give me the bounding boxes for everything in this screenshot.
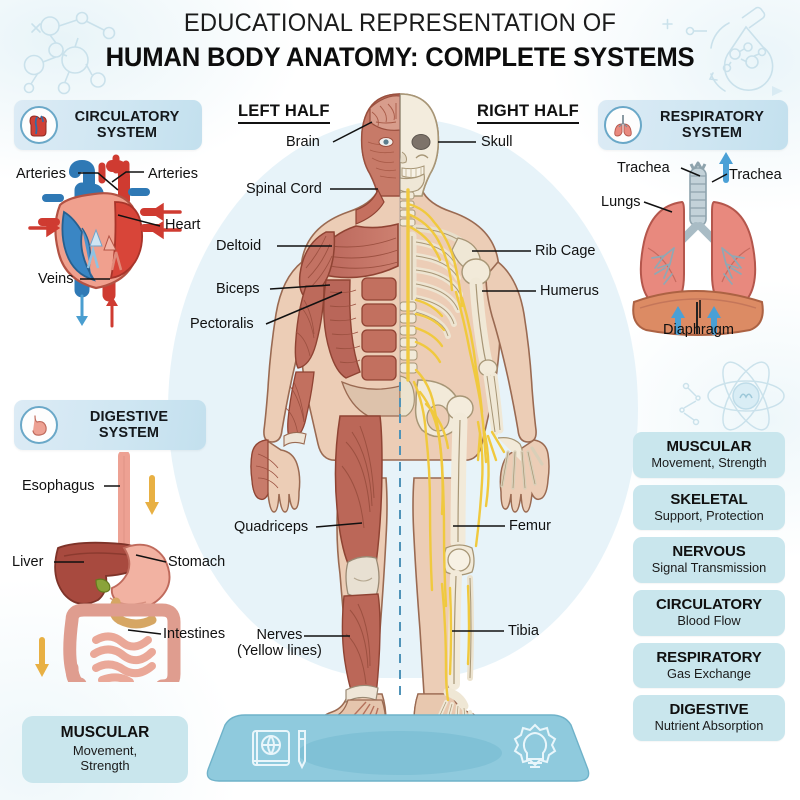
heart-icon	[20, 106, 58, 144]
badge-circulatory-system[interactable]: CIRCULATORY SYSTEM	[14, 100, 202, 150]
nerve-network	[406, 188, 506, 702]
label-nerves-line1: Nerves	[256, 627, 303, 643]
muscular-card-desc: Movement, Strength	[30, 743, 180, 774]
muscular-card-desc-line2: Strength	[80, 758, 130, 774]
legend-card-muscular[interactable]: MUSCULAR Movement, Strength	[633, 432, 785, 478]
label-pectoralis: Pectoralis	[190, 316, 254, 332]
muscular-card-desc-line1: Movement,	[72, 743, 138, 758]
label-arteries-left: Arteries	[16, 166, 66, 182]
page-title: HUMAN BODY ANATOMY: COMPLETE SYSTEMS	[105, 41, 695, 72]
badge-respiratory-system[interactable]: RESPIRATORY SYSTEM	[598, 100, 788, 150]
book-globe-icon	[252, 730, 306, 770]
legend-card-nervous[interactable]: NERVOUS Signal Transmission	[633, 537, 785, 584]
muscular-half	[250, 93, 400, 726]
muscular-summary-card[interactable]: MUSCULAR Movement, Strength	[22, 716, 188, 783]
legend-desc: Blood Flow	[677, 613, 741, 629]
legend-desc: Nutrient Absorption	[654, 718, 764, 734]
label-deltoid: Deltoid	[216, 238, 262, 254]
label-stomach: Stomach	[168, 554, 226, 570]
lungs-icon	[604, 106, 642, 144]
header-subtitle: EDUCATIONAL REPRESENTATION OF	[183, 9, 617, 37]
right-half-title: RIGHT HALF	[477, 102, 579, 124]
label-diaphragm: Diaphragm	[663, 322, 734, 338]
label-esophagus: Esophagus	[22, 478, 95, 494]
legend-card-digestive[interactable]: DIGESTIVE Nutrient Absorption	[633, 695, 785, 742]
skeletal-nervous-half	[400, 93, 544, 726]
legend-name: SKELETAL	[670, 490, 748, 508]
badge-digestive-label: DIGESTIVE SYSTEM	[89, 408, 169, 441]
badge-circulatory-label: CIRCULATORY SYSTEM	[74, 108, 180, 141]
base-platform	[206, 714, 590, 782]
label-nerves-line2: (Yellow lines)	[237, 643, 322, 660]
heart-diagram	[28, 154, 182, 328]
label-quadriceps: Quadriceps	[234, 519, 309, 535]
legend-name: DIGESTIVE	[669, 701, 749, 719]
label-brain: Brain	[286, 134, 320, 150]
legend-name: MUSCULAR	[666, 438, 752, 455]
legend-card-skeletal[interactable]: SKELETAL Support, Protection	[633, 484, 785, 531]
badge-respiratory-label: RESPIRATORY SYSTEM	[660, 108, 764, 141]
label-humerus: Humerus	[540, 283, 599, 299]
label-lungs: Lungs	[601, 194, 641, 210]
badge-digestive-system[interactable]: DIGESTIVE SYSTEM	[14, 400, 206, 450]
label-rib-cage: Rib Cage	[535, 243, 596, 259]
legend-desc: Gas Exchange	[667, 665, 751, 681]
label-skull: Skull	[481, 134, 513, 150]
legend-card-circulatory[interactable]: CIRCULATORY Blood Flow	[633, 590, 785, 636]
left-half-title: LEFT HALF	[238, 102, 330, 124]
label-nerves: Nerves (Yellow lines)	[237, 627, 322, 659]
legend-name: CIRCULATORY	[655, 596, 763, 614]
human-body-figure	[250, 93, 550, 726]
stomach-icon	[20, 406, 58, 444]
systems-legend: MUSCULAR Movement, Strength SKELETAL Sup…	[633, 432, 785, 748]
label-tibia: Tibia	[508, 623, 539, 639]
legend-desc: Signal Transmission	[651, 560, 767, 576]
label-femur: Femur	[509, 518, 551, 534]
page-header: EDUCATIONAL REPRESENTATION OF HUMAN BODY…	[0, 9, 800, 72]
legend-name: NERVOUS	[672, 543, 746, 561]
label-spinal-cord: Spinal Cord	[246, 181, 322, 197]
legend-desc: Movement, Strength	[651, 455, 767, 471]
label-heart: Heart	[165, 217, 201, 233]
label-trachea-left: Trachea	[617, 160, 670, 176]
legend-desc: Support, Protection	[654, 507, 764, 523]
gear-bulb-icon	[513, 723, 557, 768]
lungs-diagram	[632, 152, 764, 336]
muscular-card-name: MUSCULAR	[60, 724, 150, 741]
label-veins: Veins	[38, 271, 74, 287]
legend-name: RESPIRATORY	[656, 648, 762, 666]
label-biceps: Biceps	[216, 281, 260, 297]
legend-card-respiratory[interactable]: RESPIRATORY Gas Exchange	[633, 642, 785, 689]
label-intestines: Intestines	[163, 626, 226, 642]
digestive-diagram	[35, 452, 181, 682]
label-arteries-right: Arteries	[148, 166, 198, 182]
label-trachea-right: Trachea	[729, 167, 782, 183]
label-liver: Liver	[12, 554, 44, 570]
